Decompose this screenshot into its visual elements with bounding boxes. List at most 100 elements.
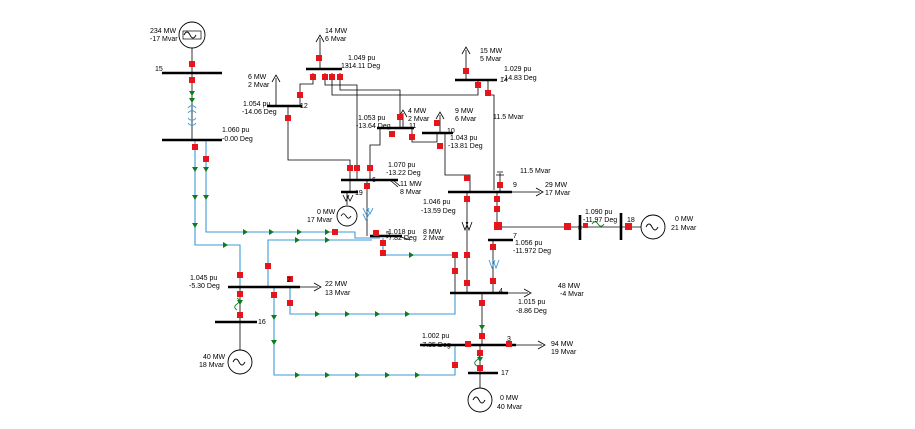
load-6-mw: 11 MW xyxy=(400,181,422,188)
breaker[interactable] xyxy=(287,276,293,282)
breaker[interactable] xyxy=(367,165,373,171)
breaker[interactable] xyxy=(287,300,293,306)
breaker[interactable] xyxy=(265,263,271,269)
breaker[interactable] xyxy=(497,182,503,188)
branch-13-11[interactable] xyxy=(339,73,401,128)
generator-19[interactable] xyxy=(336,205,358,227)
breaker[interactable] xyxy=(347,165,353,171)
breaker[interactable] xyxy=(464,280,470,286)
breaker[interactable] xyxy=(397,114,403,120)
breaker[interactable] xyxy=(189,77,195,83)
breaker[interactable] xyxy=(479,333,485,339)
flow-1-2-a[interactable] xyxy=(194,140,241,287)
bus-13-number: 13 xyxy=(341,63,349,70)
load-14-mvar: 5 Mvar xyxy=(480,56,502,63)
load-12[interactable] xyxy=(271,74,281,106)
breaker[interactable] xyxy=(485,90,491,96)
breaker[interactable] xyxy=(364,183,370,189)
branch-11-6[interactable] xyxy=(369,128,381,180)
generator-16[interactable] xyxy=(227,349,253,375)
breaker[interactable] xyxy=(475,82,481,88)
breaker[interactable] xyxy=(464,196,470,202)
bus-4-angle: -8.86 Deg xyxy=(516,308,547,315)
breaker[interactable] xyxy=(237,291,243,297)
breaker[interactable] xyxy=(564,223,571,230)
branch-13-6[interactable] xyxy=(324,73,358,180)
transformer-15-1[interactable] xyxy=(187,105,197,126)
load-3[interactable] xyxy=(510,340,546,350)
breaker[interactable] xyxy=(189,61,195,67)
bus-3-number: 3 xyxy=(507,336,511,343)
load-6-mvar: 8 Mvar xyxy=(400,189,422,196)
transformer-6-5[interactable] xyxy=(362,207,374,222)
breaker[interactable] xyxy=(490,278,496,284)
breaker[interactable] xyxy=(452,362,458,368)
breaker[interactable] xyxy=(322,74,328,80)
breaker[interactable] xyxy=(271,292,277,298)
bus-2-voltage: 1.045 pu xyxy=(190,275,217,282)
breaker[interactable] xyxy=(237,312,243,318)
generator-18[interactable] xyxy=(640,214,666,240)
bus-10-number: 10 xyxy=(447,128,455,135)
branch-13-14[interactable] xyxy=(331,73,479,96)
transformer-6-19[interactable] xyxy=(342,194,354,202)
breaker[interactable] xyxy=(373,230,379,236)
breaker[interactable] xyxy=(625,223,632,230)
breaker[interactable] xyxy=(465,341,471,347)
bus-5-voltage: 1.018 pu xyxy=(388,229,415,236)
breaker[interactable] xyxy=(434,120,440,126)
load-5[interactable] xyxy=(397,235,411,241)
breaker[interactable] xyxy=(452,252,458,258)
breaker[interactable] xyxy=(380,250,386,256)
breaker[interactable] xyxy=(409,134,415,140)
breaker[interactable] xyxy=(285,115,291,121)
breaker[interactable] xyxy=(354,165,360,171)
transformer-9-4[interactable] xyxy=(461,221,473,232)
transformer-7-18[interactable] xyxy=(591,221,605,227)
breaker[interactable] xyxy=(380,240,386,246)
branch-12-6[interactable] xyxy=(287,106,351,180)
load-13[interactable] xyxy=(315,34,325,69)
transformer-2-16[interactable] xyxy=(234,297,240,311)
breaker[interactable] xyxy=(490,244,496,250)
breaker[interactable] xyxy=(479,300,485,306)
breaker[interactable] xyxy=(494,196,500,202)
flow-2-3[interactable] xyxy=(273,287,470,376)
breaker[interactable] xyxy=(329,74,335,80)
breaker[interactable] xyxy=(463,68,469,74)
branch-14-9[interactable] xyxy=(487,80,495,190)
breaker[interactable] xyxy=(464,252,470,258)
breaker[interactable] xyxy=(337,74,343,80)
flow-2-4[interactable] xyxy=(289,287,456,315)
load-9[interactable] xyxy=(505,187,544,197)
branch-11-10[interactable] xyxy=(411,128,438,143)
load-2[interactable] xyxy=(296,282,322,292)
flow-2-5[interactable] xyxy=(267,239,372,287)
breaker[interactable] xyxy=(477,365,483,371)
breaker[interactable] xyxy=(494,222,502,230)
breaker[interactable] xyxy=(203,156,209,162)
breaker[interactable] xyxy=(583,223,588,228)
breaker[interactable] xyxy=(437,143,443,149)
generator-15[interactable] xyxy=(178,21,206,49)
breaker[interactable] xyxy=(310,74,316,80)
breaker[interactable] xyxy=(506,341,512,347)
breaker[interactable] xyxy=(452,268,458,274)
transformer-9-7[interactable] xyxy=(488,259,500,270)
breaker[interactable] xyxy=(316,55,322,61)
breaker[interactable] xyxy=(297,92,303,98)
load-6[interactable] xyxy=(389,179,401,188)
breaker[interactable] xyxy=(237,272,243,278)
breaker[interactable] xyxy=(464,175,470,181)
breaker[interactable] xyxy=(332,229,338,235)
breaker[interactable] xyxy=(192,144,198,150)
load-4[interactable] xyxy=(505,288,532,298)
breaker[interactable] xyxy=(494,206,500,212)
load-14[interactable] xyxy=(461,46,471,80)
flow-1-5[interactable] xyxy=(205,140,380,239)
bus-13-voltage: 1.049 pu xyxy=(348,55,375,62)
branch-10-9[interactable] xyxy=(444,133,471,192)
breaker[interactable] xyxy=(389,131,395,137)
breaker[interactable] xyxy=(477,350,483,356)
generator-17[interactable] xyxy=(467,387,493,413)
